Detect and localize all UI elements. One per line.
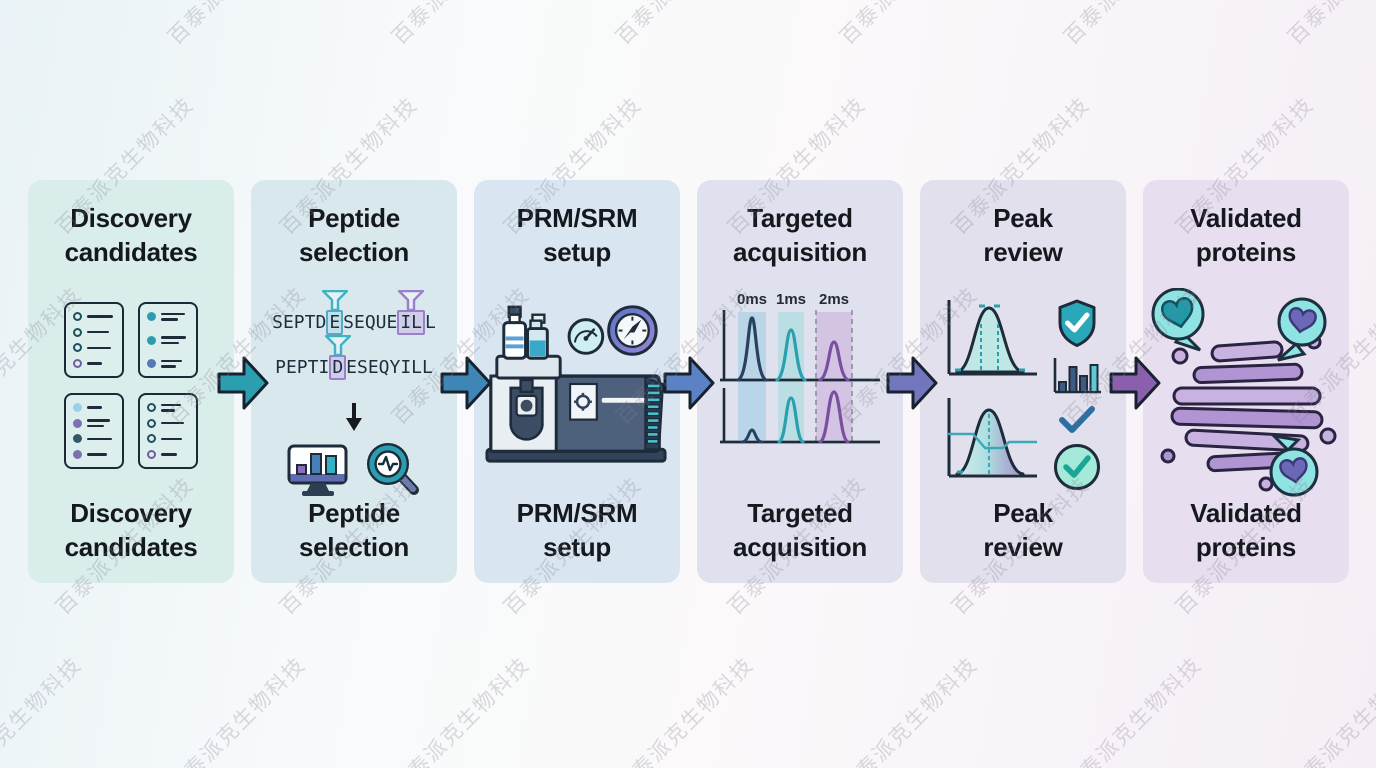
scheduled-chromatogram-chart: 0ms 1ms 2ms	[720, 291, 880, 444]
filter-funnel-icon	[398, 290, 425, 312]
protein-bubble	[1269, 433, 1319, 497]
validated-proteins-art	[1143, 284, 1349, 566]
magnifier-pulse-icon	[367, 443, 419, 495]
flow-arrow-2	[440, 356, 492, 410]
watermark-text: 百泰派克生物科技	[835, 652, 983, 768]
flow-arrow-4	[886, 356, 938, 410]
panel-title: Peptide selection	[298, 203, 409, 267]
time-window-label: 0ms	[737, 291, 767, 308]
panel-bottom-label: Discovery candidates	[64, 498, 198, 563]
peak-review-art	[920, 284, 1126, 566]
watermark-text: 百泰派克生物科技	[160, 0, 311, 51]
watermark-text: 百泰派克生物科技	[0, 652, 87, 768]
golgi-protein-icon	[1151, 288, 1337, 497]
filter-funnel-icon	[324, 335, 351, 357]
candidate-list-card	[138, 393, 198, 469]
watermark-text: 百泰派克生物科技	[163, 652, 311, 768]
panel-title: Targeted acquisition	[733, 203, 867, 267]
panel-bottom-label: Peptide selection	[298, 498, 409, 563]
panel-validated-proteins: Validated proteins	[1143, 180, 1349, 583]
watermark-text: 百泰派克生物科技	[387, 652, 535, 768]
panel-targeted-acquisition: Targeted acquisition 0ms 1ms 2ms	[697, 180, 903, 583]
protein-bubble	[1277, 297, 1327, 362]
bar-chart-icon	[1053, 358, 1101, 394]
flow-arrow-1	[217, 356, 269, 410]
mass-spectrometer-icon	[485, 305, 667, 463]
flow-arrow-5	[1109, 356, 1161, 410]
down-arrow-icon	[346, 403, 362, 431]
panel-title: Discovery candidates	[64, 203, 198, 267]
panel-bottom-label: Validated proteins	[1190, 498, 1302, 563]
panel-title: PRM/SRM setup	[516, 203, 638, 267]
protein-bubble	[1151, 288, 1205, 352]
watermark-text: 百泰派克生物科技	[611, 652, 759, 768]
watermark-text: 百泰派克生物科技	[1280, 0, 1376, 51]
panel-prm-srm-setup: PRM/SRM setup	[474, 180, 680, 583]
watermark-text: 百泰派克生物科技	[608, 0, 759, 51]
watermark-text: 百泰派克生物科技	[1283, 652, 1376, 768]
panel-discovery-candidates: Discovery candidates	[28, 180, 234, 583]
watermark-text: 百泰派克生物科技	[832, 0, 983, 51]
watermark-text: 百泰派克生物科技	[1059, 652, 1207, 768]
targeted-acquisition-art: 0ms 1ms 2ms	[697, 284, 903, 566]
panel-bottom-label: Targeted acquisition	[733, 498, 867, 563]
candidate-cards	[64, 302, 198, 469]
monitor-chart-icon	[287, 444, 348, 496]
selected-residue: D	[324, 335, 351, 380]
panel-peak-review: Peak review	[920, 180, 1126, 583]
watermark-text: 百泰派克生物科技	[384, 0, 535, 51]
time-window-label: 1ms	[776, 291, 806, 308]
panel-bottom-label: Peak review	[983, 498, 1063, 563]
watermark-text: 百泰派克生物科技	[1056, 0, 1207, 51]
prm-srm-art	[474, 284, 680, 566]
selected-residue: IL	[397, 290, 426, 335]
circle-check-icon	[1054, 444, 1100, 490]
threshold-peak-chart	[947, 398, 1037, 478]
filter-funnel-icon	[321, 290, 348, 312]
watermark-text: 百泰派克生物科技	[0, 0, 88, 51]
time-window-label: 2ms	[819, 291, 849, 308]
panel-title: Peak review	[983, 203, 1063, 267]
candidate-list-card	[64, 393, 124, 469]
candidate-list-card	[138, 302, 198, 378]
discovery-candidates-art	[28, 284, 234, 566]
integrated-peak-chart	[947, 300, 1037, 376]
check-icon	[1059, 406, 1095, 433]
panel-bottom-label: PRM/SRM setup	[516, 498, 638, 563]
panel-title: Validated proteins	[1190, 203, 1302, 267]
candidate-list-card	[64, 302, 124, 378]
selected-residue: E	[321, 290, 348, 335]
flow-arrow-3	[663, 356, 715, 410]
shield-check-icon	[1058, 299, 1096, 347]
